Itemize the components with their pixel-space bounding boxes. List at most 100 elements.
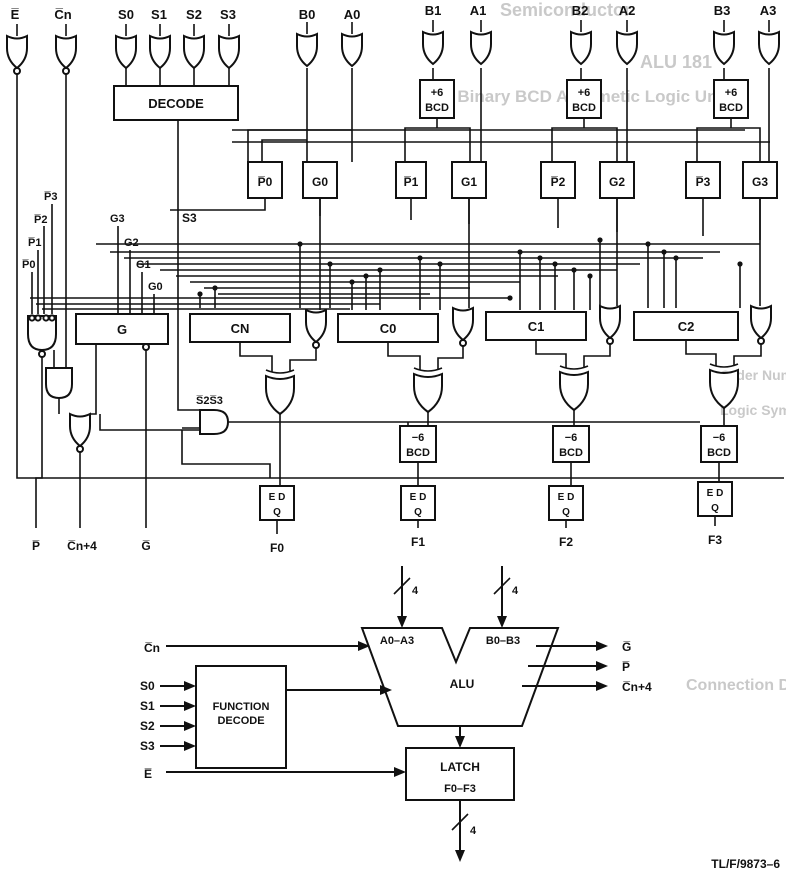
input-b3-label: B3 <box>714 3 731 18</box>
g-block-label: G <box>117 322 127 337</box>
input-b1-label: B1 <box>425 3 442 18</box>
g1-input-label: G1 <box>136 259 151 271</box>
ghost-text-1: Semiconductor <box>500 0 631 20</box>
cn-block <box>189 313 291 343</box>
p3-label: P̅3 <box>696 175 711 189</box>
bottom-output-labels: P̅ C̅n+4 G̅ F0 F1 F2 F3 <box>32 533 722 555</box>
input-e-label: E̅ <box>11 7 20 22</box>
latch-f1-q: Q <box>414 507 422 518</box>
latch-label: LATCH <box>440 760 480 774</box>
g1-block <box>451 161 487 199</box>
p0-block <box>247 161 283 199</box>
bcd-sub-1-top: −6 <box>412 432 425 444</box>
s2-input-label: S2 <box>140 719 155 733</box>
bcd-sub-3-bottom: BCD <box>707 447 731 459</box>
latch-f2-ed: E D <box>558 492 575 503</box>
alu-b-label: B0–B3 <box>486 635 520 647</box>
p0-label: P̅0 <box>258 175 273 189</box>
c1-block-label: C1 <box>528 319 545 334</box>
p0-input-label: P̅0 <box>22 259 36 271</box>
s3-line <box>177 120 200 411</box>
g1-label: G1 <box>461 175 477 189</box>
bcd-sub-2-top: −6 <box>565 432 578 444</box>
p-nand-gate <box>27 315 57 352</box>
s2s3-label: S̅2S̅3 <box>196 395 223 407</box>
bcd-add-1-bottom: BCD <box>425 102 449 114</box>
p2-label: P̅2 <box>551 175 566 189</box>
input-s2-label: S2 <box>186 7 202 22</box>
cn-and-gate <box>45 367 73 400</box>
alu-a-label: A0–A3 <box>380 635 414 647</box>
g0-block <box>302 161 338 199</box>
output-f3-label: F3 <box>708 533 722 547</box>
s0-input-label: S0 <box>140 679 155 693</box>
g2-input-label: G2 <box>124 237 139 249</box>
bcd-add-2-box <box>566 79 602 119</box>
output-p-label: P̅ <box>32 539 40 553</box>
g-block-box <box>75 313 169 345</box>
g0-label: G0 <box>312 175 328 189</box>
bcd-add-3-bottom: BCD <box>719 102 743 114</box>
input-a1-label: A1 <box>470 3 487 18</box>
latch-out-label: F0–F3 <box>444 783 476 795</box>
p2-input-label: P̅2 <box>34 214 48 226</box>
left-side-labels: P̅3 P̅2 P̅1 P̅0 G3 G2 G1 G0 <box>22 191 163 314</box>
ghost-text-4: Connection Diagram <box>686 677 786 694</box>
bus-b-width: 4 <box>512 585 519 597</box>
output-g-label: G̅ <box>141 539 150 553</box>
decode-label: DECODE <box>148 96 204 111</box>
alu-block-diagram: 4 4 A0–A3 B0–B3 ALU C̅n G̅ P̅ C̅n+4 FUNC… <box>140 566 652 862</box>
input-b0-label: B0 <box>299 7 316 22</box>
input-buffer-gates <box>6 20 780 75</box>
g0-input-label: G0 <box>148 281 163 293</box>
latch-f2-q: Q <box>562 507 570 518</box>
bcd-sub-3-top: −6 <box>713 432 726 444</box>
bcd-sub-blocks: −6 BCD −6 BCD −6 BCD <box>279 408 738 486</box>
s1-input-label: S1 <box>140 699 155 713</box>
function-decode-top: FUNCTION <box>213 701 270 713</box>
c1-block <box>485 311 587 341</box>
input-cn-label: C̅n <box>54 7 71 22</box>
p2-block <box>540 161 576 199</box>
cn-input-label: C̅n <box>144 641 160 655</box>
alu-out-cn4: C̅n+4 <box>622 680 652 694</box>
function-decode-box <box>195 665 287 769</box>
latch-f0-q: Q <box>273 507 281 518</box>
carry-bus-lines <box>30 198 761 310</box>
latch-f3-q: Q <box>711 503 719 514</box>
alu-out-g: G̅ <box>622 640 631 654</box>
output-f1-label: F1 <box>411 535 425 549</box>
propagate-generate-blocks: P̅0 G0 P̅1 G1 P̅2 G2 P̅3 G3 <box>232 68 778 199</box>
p1-input-label: P̅1 <box>28 237 42 249</box>
latch-f3-box <box>697 481 733 517</box>
ghost-text-6: Logic Symbol <box>720 402 786 418</box>
latch-f0-ed: E D <box>269 492 286 503</box>
bcd-sub-2-bottom: BCD <box>559 447 583 459</box>
p1-label: P̅1 <box>404 175 419 189</box>
top-input-labels: E̅ C̅n S0 S1 S2 S3 B0 A0 B1 A1 B2 A2 B3 … <box>11 3 777 22</box>
carry-blocks: CN C0 C1 C2 <box>189 198 772 415</box>
e-input-label: E̅ <box>144 767 152 781</box>
input-a0-label: A0 <box>344 7 361 22</box>
g3-input-label: G3 <box>110 213 125 225</box>
bcd-add-2-top: +6 <box>578 87 591 99</box>
bcd-sub-1-bottom: BCD <box>406 447 430 459</box>
function-decode-bottom: DECODE <box>217 715 264 727</box>
alu-out-p: P̅ <box>622 660 630 674</box>
input-b2-label: B2 <box>572 3 589 18</box>
output-cn4-label: C̅n+4 <box>67 539 97 553</box>
latch-f3-ed: E D <box>707 488 724 499</box>
bcd-add-1-top: +6 <box>431 87 444 99</box>
figure-id: TL/F/9873–6 <box>711 857 780 870</box>
g2-label: G2 <box>609 175 625 189</box>
p3-input-label: P̅3 <box>44 191 58 203</box>
output-f0-label: F0 <box>270 541 284 555</box>
g3-label: G3 <box>752 175 768 189</box>
c2-block-label: C2 <box>678 319 695 334</box>
input-s1-label: S1 <box>151 7 167 22</box>
bus-a-width: 4 <box>412 585 419 597</box>
s3-input-label: S3 <box>140 739 155 753</box>
output-f2-label: F2 <box>559 535 573 549</box>
decode-block: DECODE <box>113 68 239 121</box>
